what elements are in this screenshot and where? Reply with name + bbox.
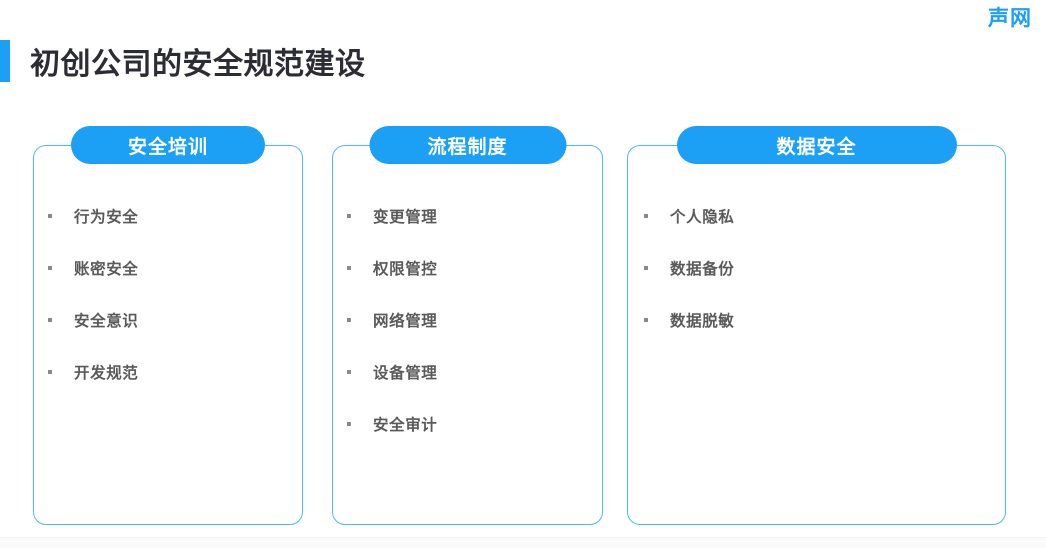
list-item[interactable]: 数据脱敏	[628, 294, 1005, 346]
bullet-icon	[48, 318, 52, 322]
list-item[interactable]: 数据备份	[628, 242, 1005, 294]
page-title: 初创公司的安全规范建设	[0, 40, 366, 82]
card-security-training[interactable]: 安全培训 行为安全 账密安全 安全意识 开发规范	[33, 126, 303, 525]
list-item[interactable]: 设备管理	[333, 346, 602, 398]
list-item[interactable]: 网络管理	[333, 294, 602, 346]
bullet-icon	[48, 214, 52, 218]
list-item-label: 数据脱敏	[670, 313, 735, 330]
card-header-pill[interactable]: 流程制度	[369, 126, 566, 164]
list-item-label: 变更管理	[373, 209, 438, 226]
card-header-pill[interactable]: 数据安全	[676, 126, 957, 164]
footer-band	[0, 537, 1046, 548]
list-item-label: 行为安全	[74, 209, 139, 226]
bullet-icon	[48, 266, 52, 270]
list-item[interactable]: 开发规范	[34, 346, 302, 398]
list-item-label: 设备管理	[373, 365, 438, 382]
bullet-icon	[347, 214, 351, 218]
list-item[interactable]: 账密安全	[34, 242, 302, 294]
brand-logo: 声网	[988, 7, 1032, 30]
bullet-icon	[347, 370, 351, 374]
list-item-label: 网络管理	[373, 313, 438, 330]
card-header-pill[interactable]: 安全培训	[71, 126, 265, 164]
bullet-icon	[48, 370, 52, 374]
list-item-label: 安全意识	[74, 313, 139, 330]
list-item-label: 账密安全	[74, 261, 139, 278]
bullet-icon	[644, 266, 648, 270]
list-item[interactable]: 安全审计	[333, 398, 602, 450]
list-item[interactable]: 个人隐私	[628, 190, 1005, 242]
title-accent-bar	[0, 40, 10, 82]
card-item-list: 行为安全 账密安全 安全意识 开发规范	[34, 190, 302, 398]
list-item[interactable]: 权限管控	[333, 242, 602, 294]
list-item-label: 开发规范	[74, 365, 139, 382]
card-item-list: 个人隐私 数据备份 数据脱敏	[628, 190, 1005, 346]
list-item[interactable]: 安全意识	[34, 294, 302, 346]
card-process-system[interactable]: 流程制度 变更管理 权限管控 网络管理 设备管理	[332, 126, 603, 525]
card-data-security[interactable]: 数据安全 个人隐私 数据备份 数据脱敏	[627, 126, 1006, 525]
bullet-icon	[347, 318, 351, 322]
list-item[interactable]: 变更管理	[333, 190, 602, 242]
list-item-label: 安全审计	[373, 417, 438, 434]
list-item-label: 权限管控	[373, 261, 438, 278]
bullet-icon	[347, 266, 351, 270]
card-item-list: 变更管理 权限管控 网络管理 设备管理 安全审计	[333, 190, 602, 450]
list-item[interactable]: 行为安全	[34, 190, 302, 242]
bullet-icon	[644, 318, 648, 322]
bullet-icon	[644, 214, 648, 218]
page-title-text: 初创公司的安全规范建设	[30, 48, 366, 81]
list-item-label: 个人隐私	[670, 209, 735, 226]
list-item-label: 数据备份	[670, 261, 735, 278]
bullet-icon	[347, 422, 351, 426]
